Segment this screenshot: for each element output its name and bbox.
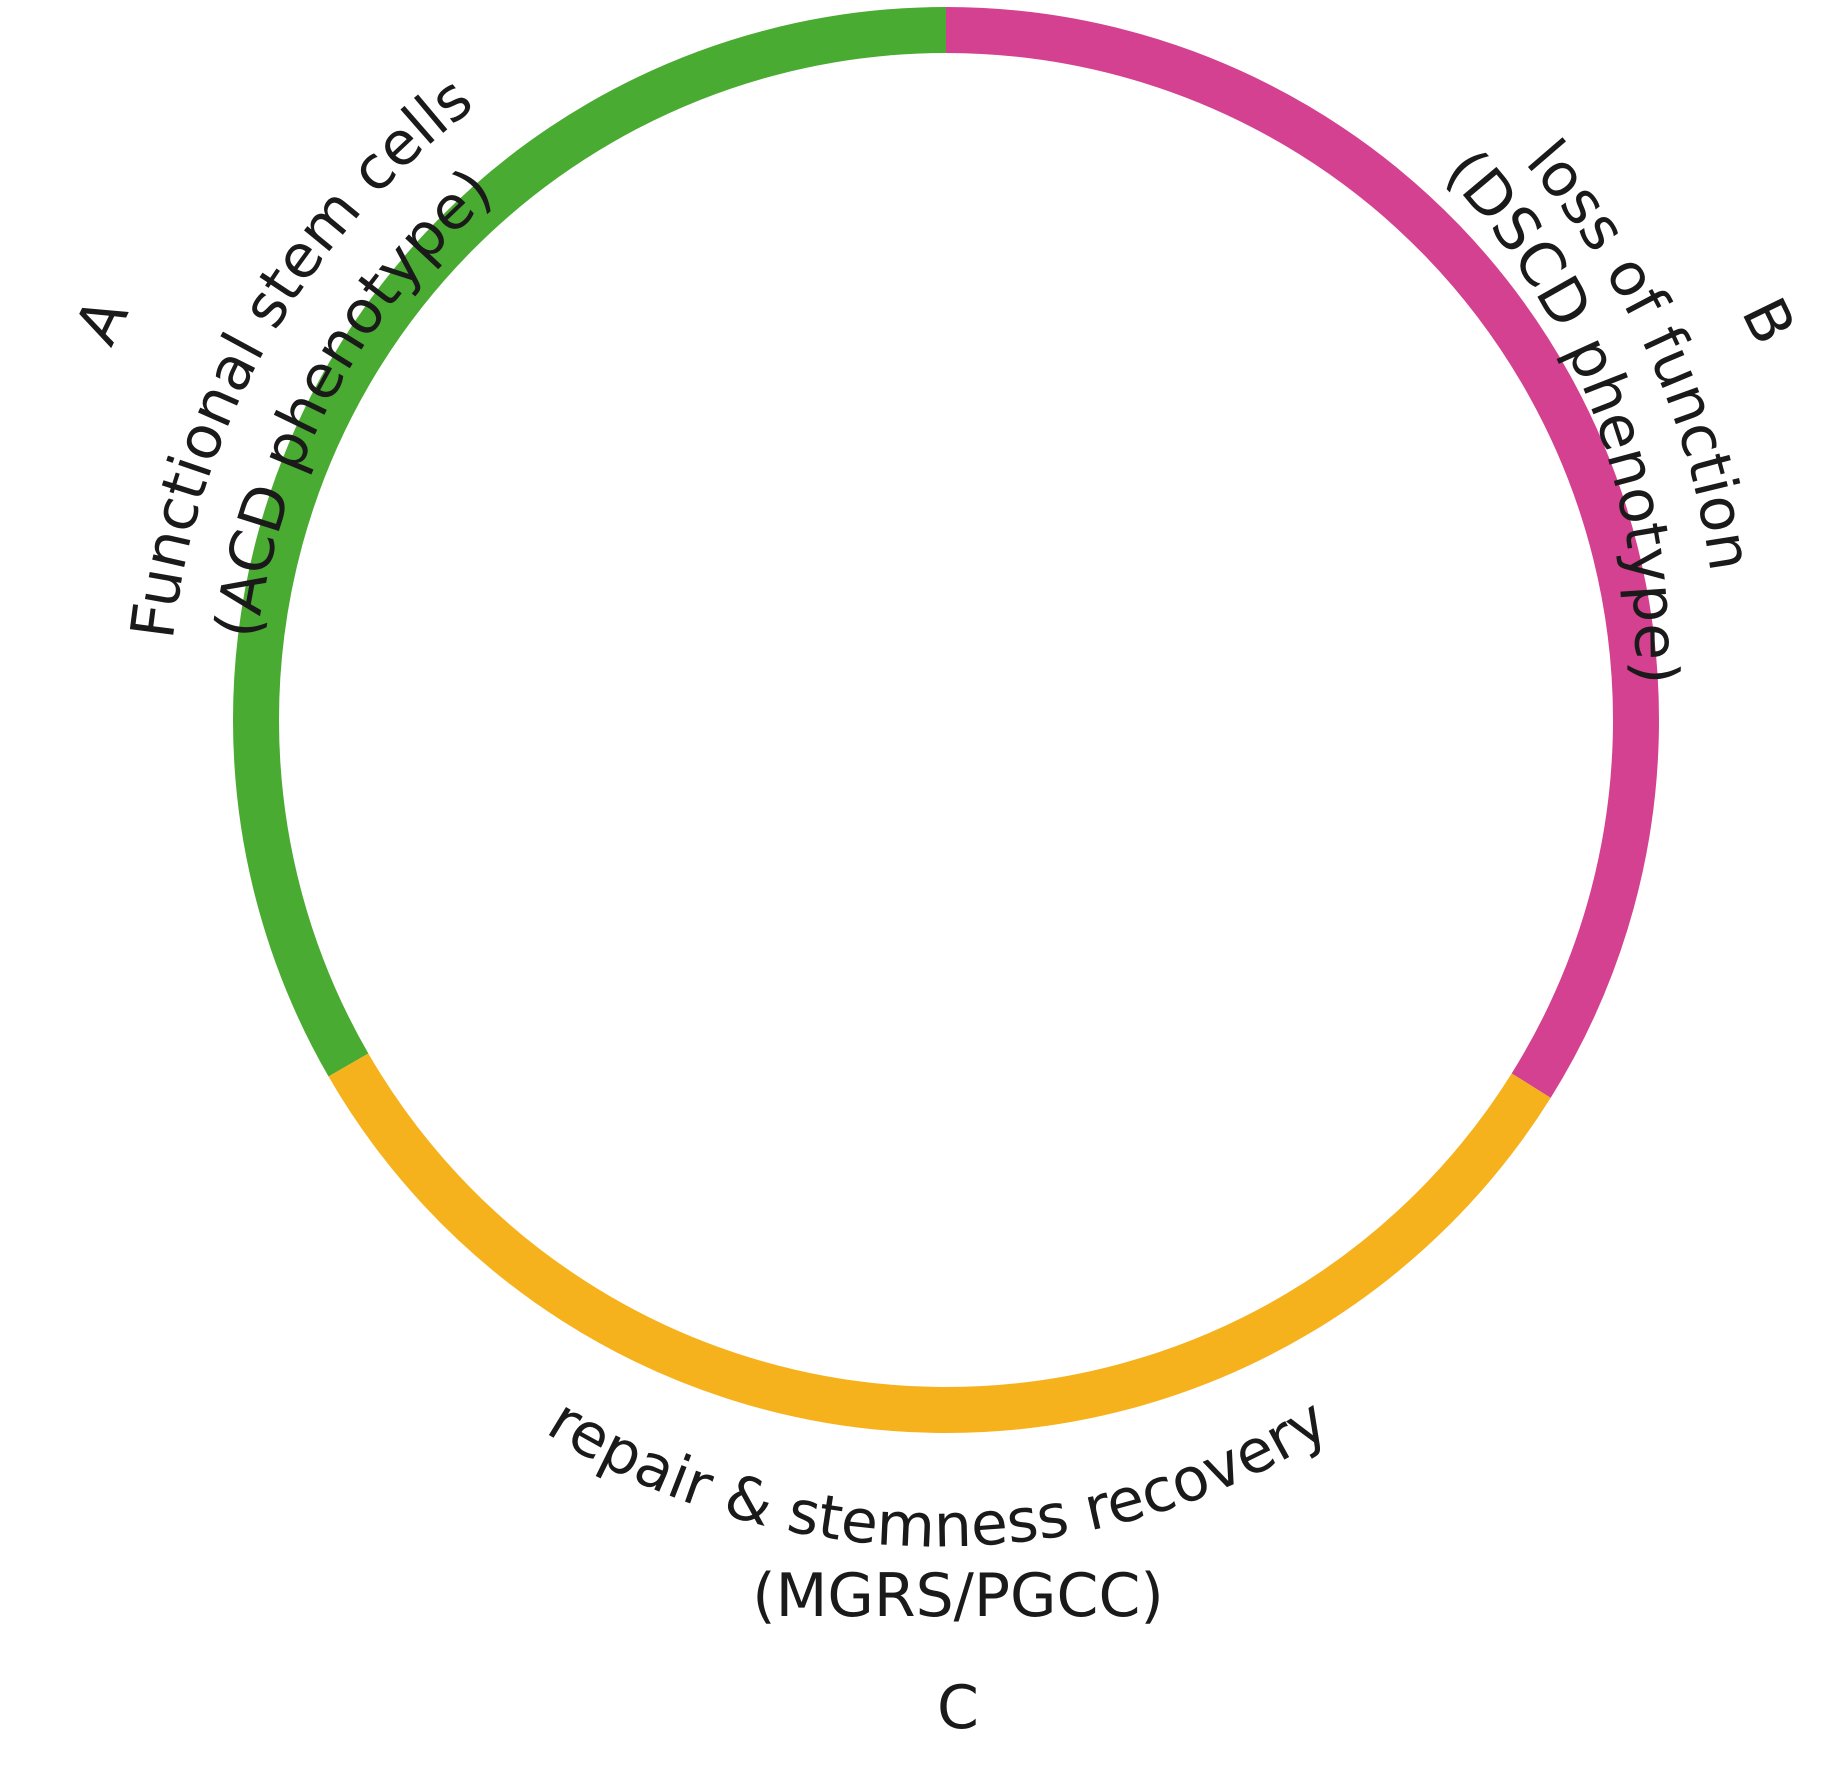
segment-b-letter: B (1727, 287, 1808, 355)
segment-c-line2: (MGRS/PGCC) (752, 1561, 1164, 1631)
segment-a-letter: A (62, 287, 143, 355)
segment-b-arc (945, 7, 1659, 1098)
segment-c-arc (328, 1053, 1551, 1433)
segment-c-letter: C (937, 1673, 979, 1743)
cycle-ring (233, 7, 1659, 1433)
segment-a-label: A Functional stem cells (ACD phenotype) (62, 63, 506, 642)
segment-c-label: repair & stemness recovery (MGRS/PGCC) C (536, 1385, 1339, 1743)
segment-b-label: B loss of function (DSCD phenotype) (1432, 127, 1809, 686)
segment-a-arc (233, 7, 947, 1077)
